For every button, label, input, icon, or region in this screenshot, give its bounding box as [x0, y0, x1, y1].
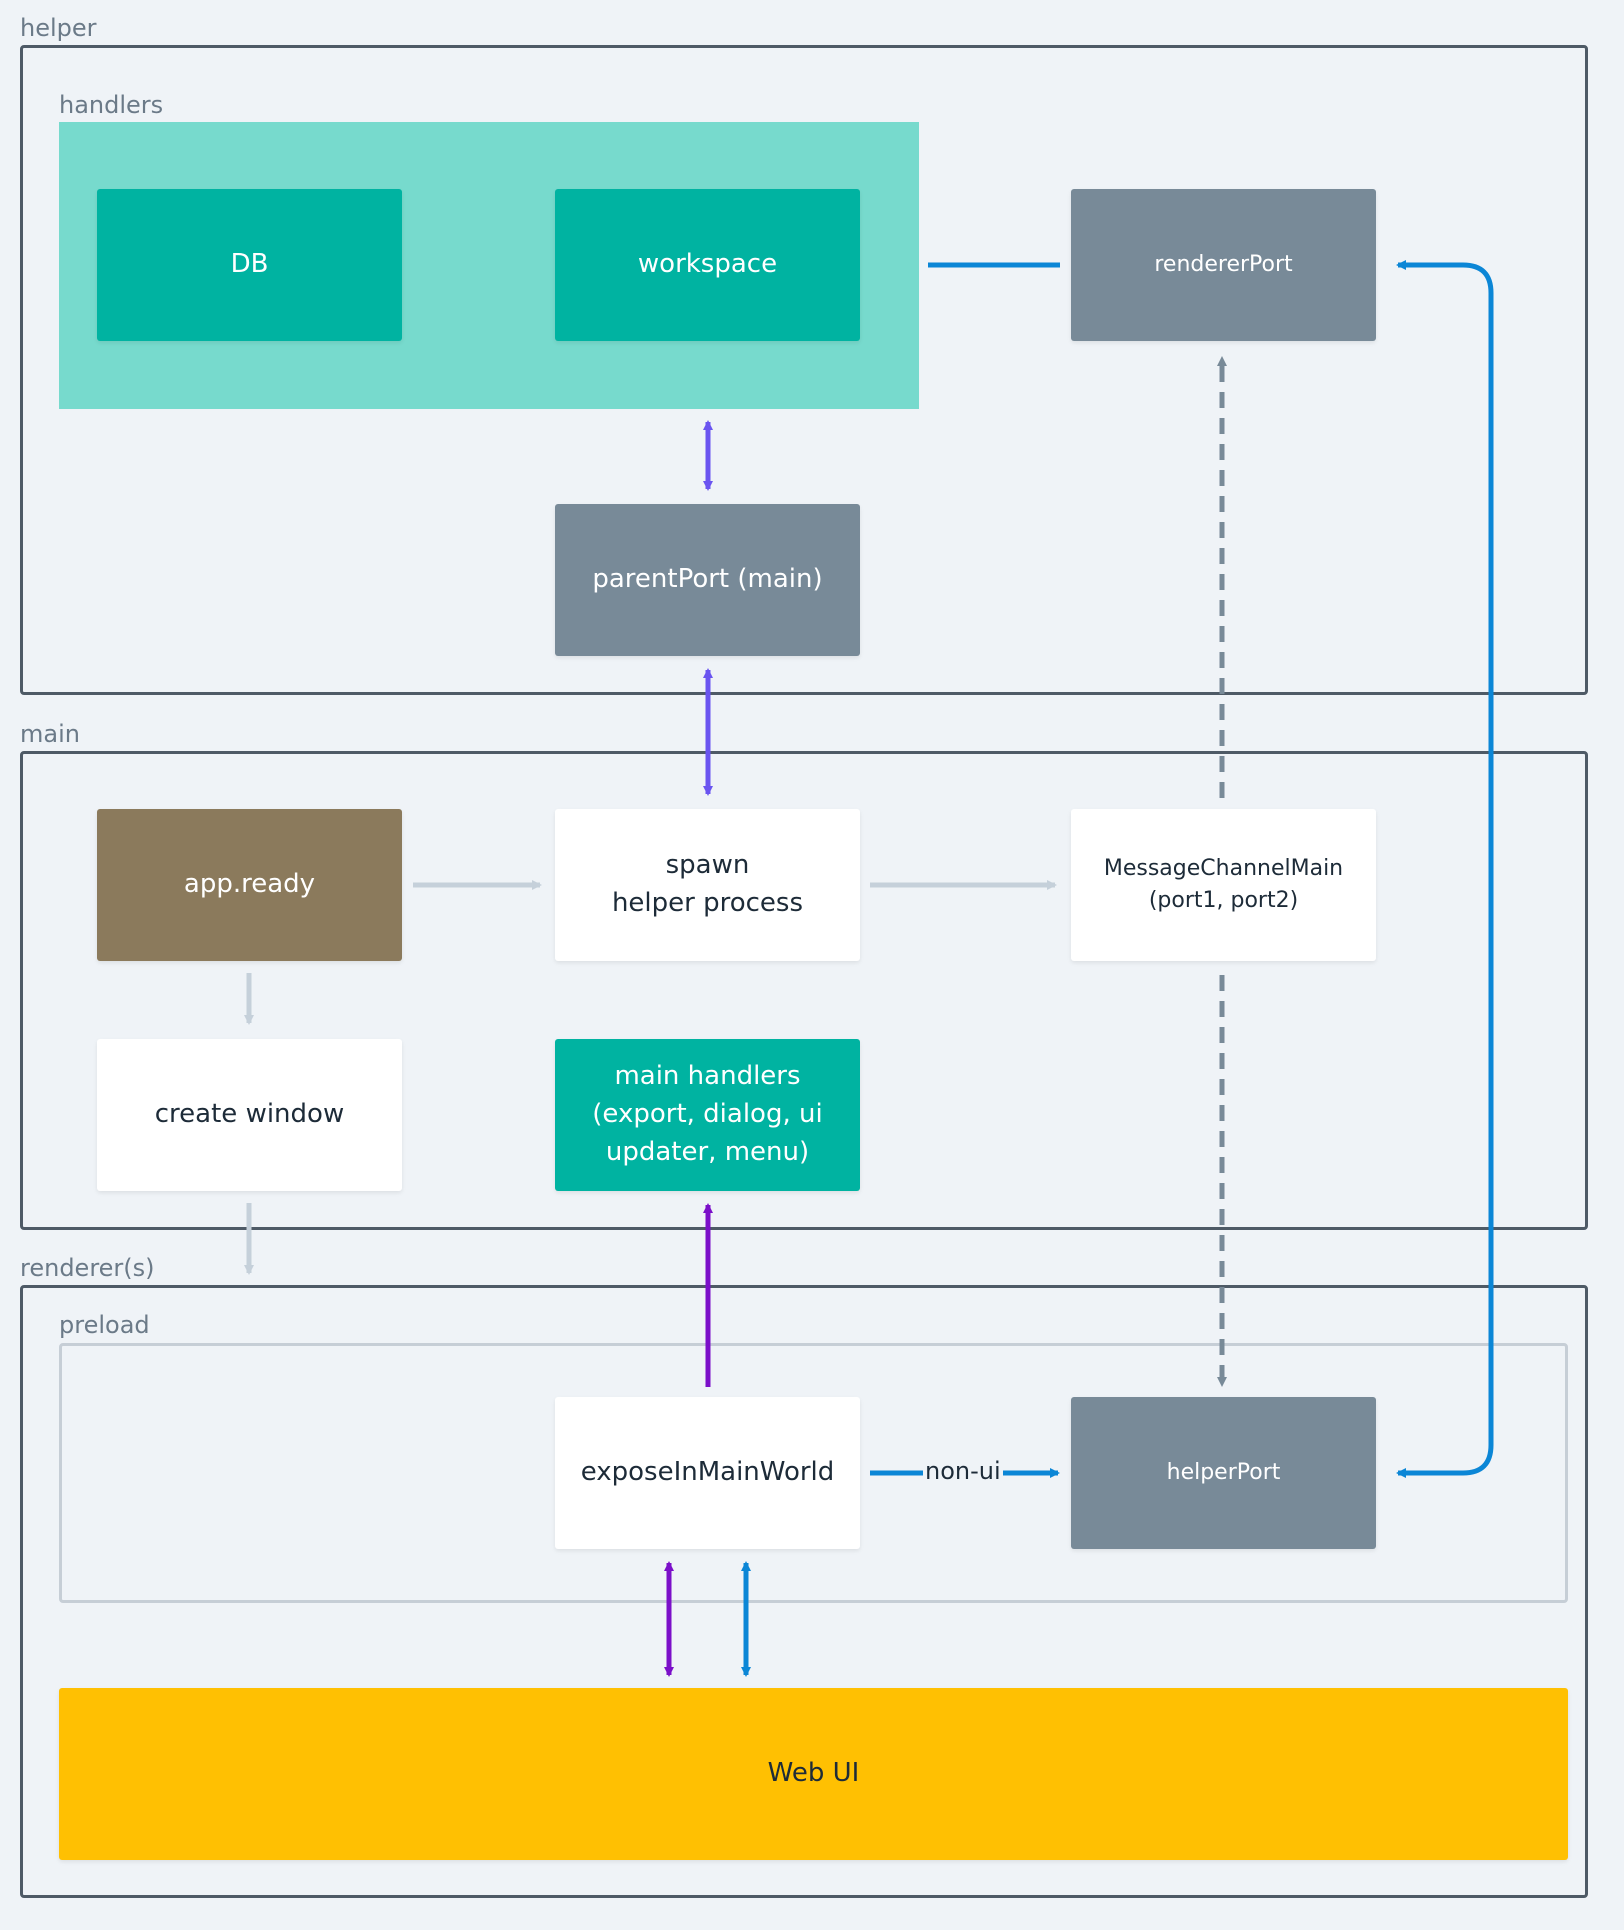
app-ready-node: app.ready: [97, 809, 402, 961]
create-window-node: create window: [97, 1039, 402, 1191]
helper-port-node: helperPort: [1071, 1397, 1376, 1549]
db-node: DB: [97, 189, 402, 341]
helper-group-frame: [20, 45, 1588, 695]
spawn-helper-node: spawn helper process: [555, 809, 860, 961]
helperport-rendererport-edge: [1396, 260, 1494, 1478]
renderer-port-node: rendererPort: [1071, 189, 1376, 341]
handlers-group-label: handlers: [59, 91, 164, 119]
message-channel-node: MessageChannelMain (port1, port2): [1071, 809, 1376, 961]
main-handlers-node: main handlers (export, dialog, ui update…: [555, 1039, 860, 1191]
expose-in-main-world-node: exposeInMainWorld: [555, 1397, 860, 1549]
main-group-label: main: [20, 720, 80, 748]
preload-group-label: preload: [59, 1311, 150, 1339]
renderers-group-frame: [20, 1285, 1588, 1898]
non-ui-edge-label: non-ui: [923, 1457, 1003, 1485]
preload-group-frame: [59, 1343, 1568, 1603]
renderers-group-label: renderer(s): [20, 1254, 155, 1282]
web-ui-node: Web UI: [59, 1688, 1568, 1860]
workspace-node: workspace: [555, 189, 860, 341]
helper-group-label: helper: [20, 14, 97, 42]
main-group-frame: [20, 751, 1588, 1230]
parent-port-node: parentPort (main): [555, 504, 860, 656]
